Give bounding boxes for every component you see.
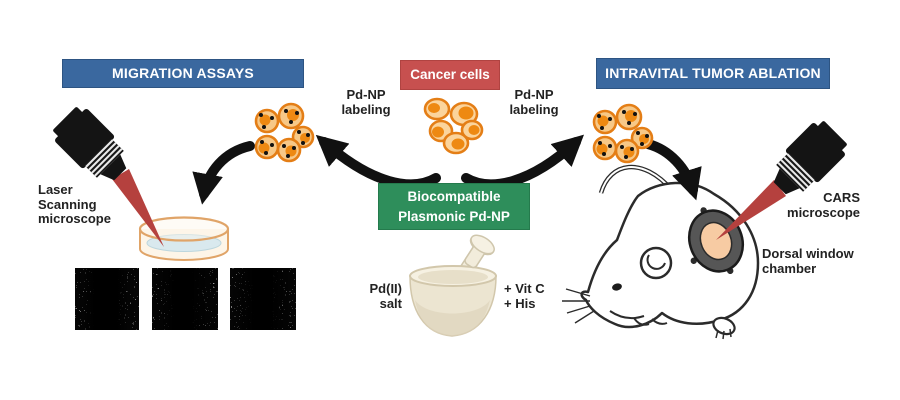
biocompatible-pdnp-banner: Biocompatible Plasmonic Pd-NP xyxy=(378,183,530,230)
laser-scanning-microscope-label: Laser Scanning microscope xyxy=(38,182,111,227)
cars-microscope-label: CARS microscope xyxy=(787,190,860,220)
mortar-pestle-icon xyxy=(409,234,497,337)
additives-label: + Vit C + His xyxy=(504,281,545,311)
pd-salt-label: Pd(II) salt xyxy=(369,281,403,311)
arrow-to-petri-dish xyxy=(192,141,255,205)
migration-image-2 xyxy=(152,268,218,330)
mouse-mouth xyxy=(609,310,645,320)
mouse-icon xyxy=(562,164,760,340)
pd-np-dots xyxy=(597,110,649,159)
intravital-tumor-ablation-banner: INTRAVITAL TUMOR ABLATION xyxy=(596,58,830,89)
laser-beam-left xyxy=(112,169,164,247)
dorsal-window-chamber-label: Dorsal window chamber xyxy=(762,246,854,276)
mouse-hind-foot xyxy=(712,316,736,340)
labeled-cells-right-icon xyxy=(592,103,654,164)
arrow-to-right-cells xyxy=(461,134,585,190)
pd-np-dots xyxy=(259,109,310,158)
arrow-to-left-cells xyxy=(315,134,441,190)
dorsal-window-chamber-icon xyxy=(687,207,745,275)
cars-microscope-icon xyxy=(773,121,847,195)
migration-image-1 xyxy=(75,268,139,330)
pdnp-labeling-right-label: Pd-NP labeling xyxy=(509,87,559,117)
petri-dish-icon xyxy=(138,216,230,261)
mouse-eye xyxy=(612,283,622,291)
laser-beam-right xyxy=(716,180,786,240)
mouse-ear xyxy=(639,246,673,280)
cancer-cells-icon xyxy=(423,97,484,155)
arrow-to-mouse xyxy=(643,139,702,201)
migration-image-3 xyxy=(230,268,296,330)
labeled-cells-left-icon xyxy=(254,102,315,163)
pdnp-labeling-left-label: Pd-NP labeling xyxy=(341,87,391,117)
cancer-cells-banner: Cancer cells xyxy=(400,60,500,90)
laser-scanning-microscope-icon xyxy=(53,107,127,181)
mouse-whiskers xyxy=(562,288,595,324)
migration-assays-banner: MIGRATION ASSAYS xyxy=(62,59,304,88)
